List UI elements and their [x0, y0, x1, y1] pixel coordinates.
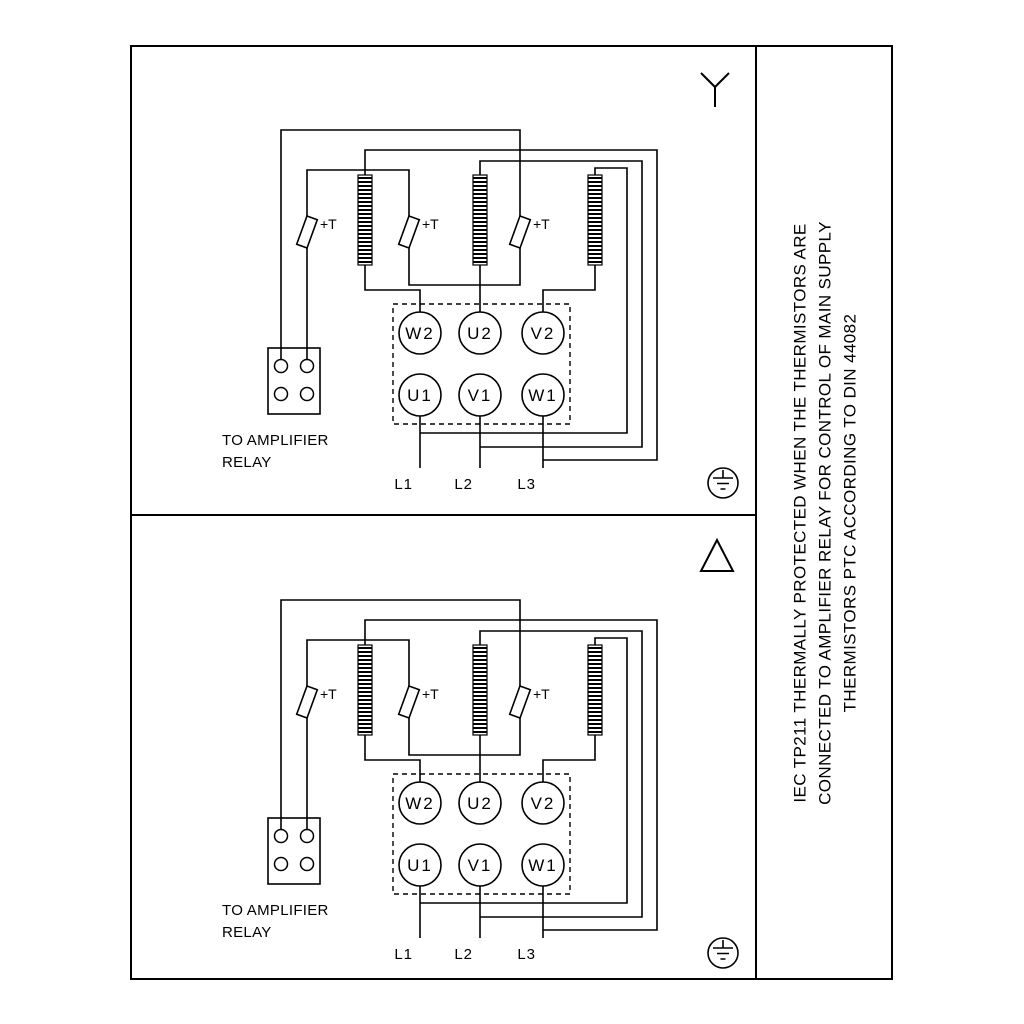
winding-coil: [587, 644, 603, 736]
thermistor-label: +T: [320, 216, 337, 232]
terminal-v1-label: V1: [468, 386, 493, 405]
supply-label-l2: L2: [454, 476, 473, 493]
terminal-board-outline: [392, 303, 571, 425]
terminal-u1: U1: [398, 843, 442, 887]
side-note-text: IEC TP211 THERMALLY PROTECTED WHEN THE T…: [788, 221, 863, 805]
thermistor-icon: [397, 214, 421, 250]
side-note-line-2: CONNECTED TO AMPLIFIER RELAY FOR CONTROL…: [815, 220, 835, 805]
wire-segment: [364, 265, 421, 312]
winding-coil: [472, 174, 488, 266]
terminal-w2: W2: [398, 781, 442, 825]
wire-segment: [420, 637, 628, 904]
wire-segment: [364, 619, 658, 931]
thermistors: [295, 214, 532, 250]
thermistor-icon: [508, 214, 532, 250]
terminal-u2: U2: [458, 311, 502, 355]
terminal-w2-label: W2: [405, 324, 435, 343]
terminal-w1-label: W1: [528, 386, 558, 405]
supply-label-l1: L1: [394, 476, 413, 493]
winding-coil: [472, 644, 488, 736]
side-note-line-1: IEC TP211 THERMALLY PROTECTED WHEN THE T…: [790, 222, 810, 803]
earth-ground-icon: [707, 467, 739, 499]
side-note-panel: IEC TP211 THERMALLY PROTECTED WHEN THE T…: [757, 45, 893, 980]
supply-label-l1: L1: [394, 946, 413, 963]
thermistor-icon: [508, 684, 532, 720]
wire-segment: [479, 160, 643, 448]
thermistor-icon: [295, 214, 319, 250]
delta-connection-diagram: W2 U2 V2 U1 V1 W1 +T +T: [222, 537, 739, 969]
terminal-u2-label: U2: [467, 324, 493, 343]
motor-windings: [357, 174, 603, 266]
terminal-w2-label: W2: [405, 794, 435, 813]
diagram-frame: [130, 45, 893, 980]
wire-segment: [542, 265, 596, 312]
winding-coil: [357, 644, 373, 736]
relay-contact: [273, 386, 289, 402]
terminal-v1-label: V1: [468, 856, 493, 875]
side-note-line-3: THERMISTORS PTC ACCORDING TO DIN 44082: [840, 313, 860, 712]
terminal-w1: W1: [521, 843, 565, 887]
thermistor-label: +T: [533, 216, 550, 232]
thermistor-icon: [295, 684, 319, 720]
winding-coil: [357, 174, 373, 266]
wire-segment: [280, 129, 521, 360]
winding-coil: [587, 174, 603, 266]
relay-caption-line1: TO AMPLIFIER: [222, 432, 329, 449]
relay-contact: [299, 358, 315, 374]
terminal-v1: V1: [458, 843, 502, 887]
amplifier-relay-terminals: [267, 347, 321, 415]
terminal-w2: W2: [398, 311, 442, 355]
terminal-v2-label: V2: [531, 794, 556, 813]
wire-segment: [420, 167, 628, 434]
motor-windings: [357, 644, 603, 736]
wiring: [280, 599, 658, 938]
relay-contact: [273, 856, 289, 872]
side-panel-divider: [755, 45, 757, 980]
relay-caption-line2: RELAY: [222, 924, 272, 941]
supply-label-l3: L3: [517, 476, 536, 493]
relay-contact: [299, 386, 315, 402]
earth-ground-icon: [707, 937, 739, 969]
terminal-u1-label: U1: [407, 386, 433, 405]
terminal-u1-label: U1: [407, 856, 433, 875]
thermistor-label: +T: [422, 686, 439, 702]
terminal-v1: V1: [458, 373, 502, 417]
terminal-v2: V2: [521, 781, 565, 825]
terminal-w1-label: W1: [528, 856, 558, 875]
relay-caption-line1: TO AMPLIFIER: [222, 902, 329, 919]
terminal-board-outline: [392, 773, 571, 895]
relay-caption-line2: RELAY: [222, 454, 272, 471]
thermistor-label: +T: [320, 686, 337, 702]
wire-segment: [364, 735, 421, 782]
terminal-v2-label: V2: [531, 324, 556, 343]
supply-label-l2: L2: [454, 946, 473, 963]
terminal-w1: W1: [521, 373, 565, 417]
relay-contact: [299, 828, 315, 844]
section-divider: [130, 514, 757, 516]
terminal-u1: U1: [398, 373, 442, 417]
thermistor-label: +T: [422, 216, 439, 232]
thermistor-label: +T: [533, 686, 550, 702]
terminal-u2-label: U2: [467, 794, 493, 813]
relay-contact: [299, 856, 315, 872]
delta-symbol-icon: [699, 537, 735, 572]
thermistor-icon: [397, 684, 421, 720]
wire-segment: [479, 630, 643, 918]
amplifier-relay-terminals: [267, 817, 321, 885]
wire-segment: [280, 599, 521, 830]
star-connection-diagram: W2 U2 V2 U1 V1 W1 +T +T: [222, 72, 739, 499]
relay-contact: [273, 358, 289, 374]
terminal-v2: V2: [521, 311, 565, 355]
relay-contact: [273, 828, 289, 844]
thermistors: [295, 684, 532, 720]
wire-segment: [364, 149, 658, 461]
terminal-u2: U2: [458, 781, 502, 825]
star-symbol-icon: [700, 72, 730, 107]
supply-label-l3: L3: [517, 946, 536, 963]
wire-segment: [542, 735, 596, 782]
